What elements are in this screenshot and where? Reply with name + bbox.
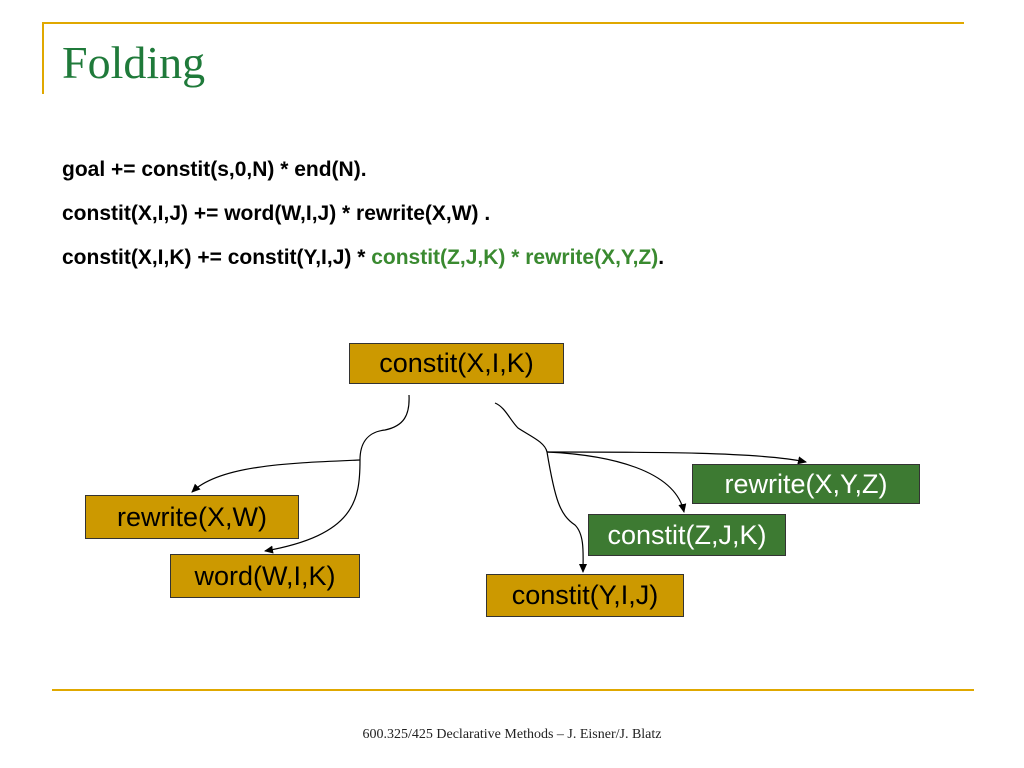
slide-footer: 600.325/425 Declarative Methods – J. Eis… bbox=[362, 727, 662, 742]
node-constit-yij: constit(Y,I,J) bbox=[486, 574, 684, 617]
node-rewrite-xw: rewrite(X,W) bbox=[85, 495, 299, 539]
frame-left-line bbox=[42, 22, 44, 94]
node-constit-xik: constit(X,I,K) bbox=[349, 343, 564, 384]
rules-block: goal += constit(s,0,N) * end(N). constit… bbox=[62, 155, 664, 287]
rule-binary-highlight: constit(Z,J,K) * rewrite(X,Y,Z) bbox=[371, 246, 659, 269]
arrow-to-constit-zjk bbox=[546, 451, 687, 513]
rule-binary-suffix: . bbox=[658, 246, 665, 269]
rule-constit-binary: constit(X,I,K) += constit(Y,I,J) * const… bbox=[62, 243, 664, 287]
node-rewrite-xyz: rewrite(X,Y,Z) bbox=[692, 464, 920, 504]
rule-goal-text: goal += constit(s,0,N) * end(N). bbox=[62, 158, 367, 181]
right-brace bbox=[494, 402, 548, 453]
node-word-wik: word(W,I,K) bbox=[170, 554, 360, 598]
slide-title: Folding bbox=[62, 37, 206, 88]
frame-top-line bbox=[42, 22, 964, 24]
rule-goal: goal += constit(s,0,N) * end(N). bbox=[62, 155, 664, 199]
node-constit-zjk: constit(Z,J,K) bbox=[588, 514, 786, 556]
frame-bottom-line bbox=[52, 689, 974, 691]
arrow-to-constit-yij bbox=[546, 451, 588, 573]
rule-constit-word-text: constit(X,I,J) += word(W,I,J) * rewrite(… bbox=[62, 202, 491, 225]
arrow-to-rewrite-xw bbox=[191, 459, 361, 493]
rule-constit-word: constit(X,I,J) += word(W,I,J) * rewrite(… bbox=[62, 199, 664, 243]
rule-binary-prefix: constit(X,I,K) += constit(Y,I,J) * bbox=[62, 246, 372, 269]
arrow-to-rewrite-xyz bbox=[546, 451, 807, 465]
left-brace bbox=[359, 394, 410, 461]
